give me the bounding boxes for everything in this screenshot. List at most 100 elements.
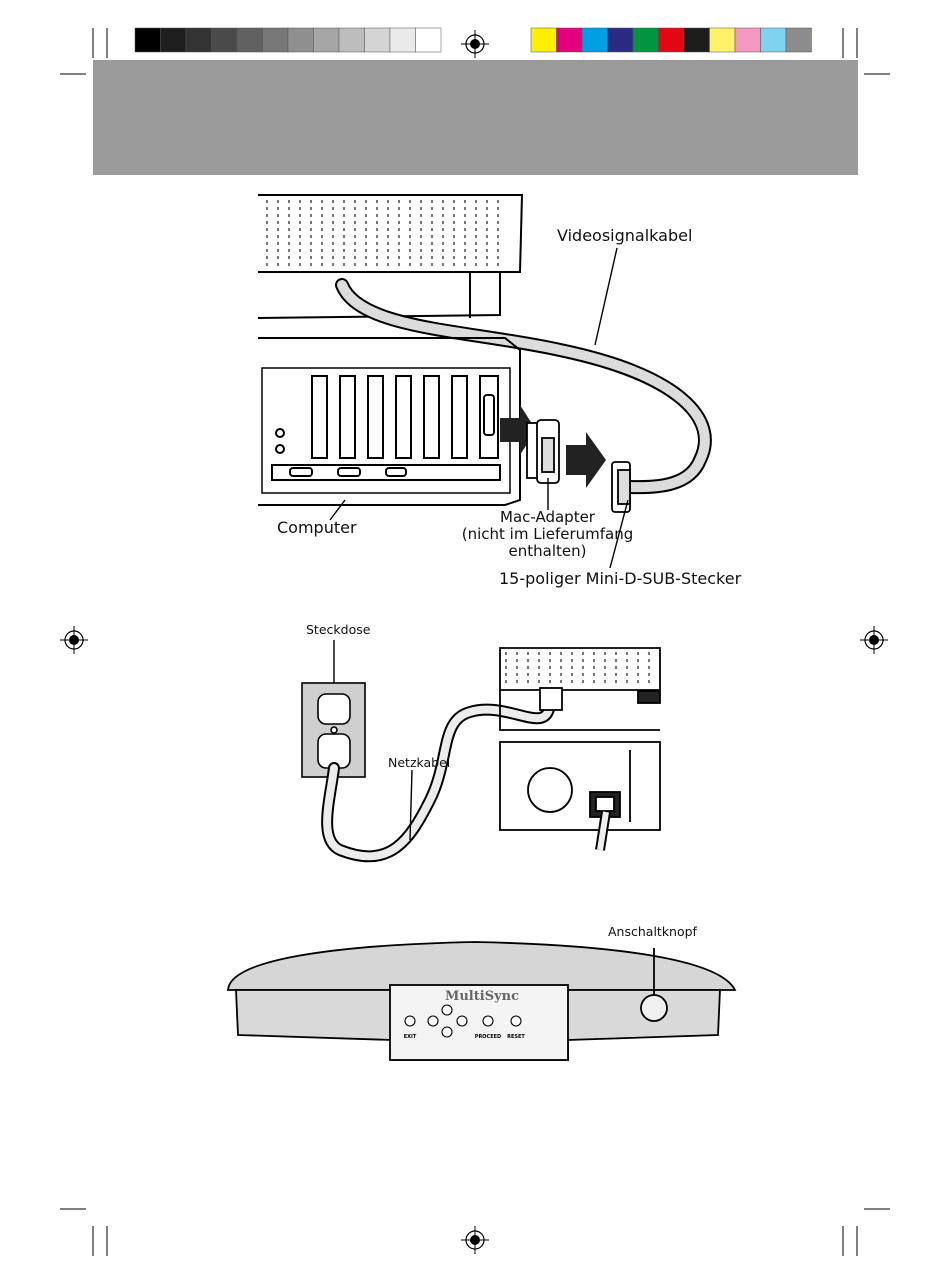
vent-dot	[648, 680, 650, 683]
brand-name: MultiSync	[445, 989, 519, 1004]
vent-dot	[332, 200, 334, 203]
vent-dot	[486, 256, 488, 259]
vent-dot	[420, 214, 422, 217]
vent-dot	[321, 242, 323, 245]
color-swatch	[582, 28, 608, 52]
vent-dot	[365, 242, 367, 245]
vent-dot	[398, 263, 400, 266]
print-marks-top	[0, 0, 950, 180]
vent-dot	[288, 214, 290, 217]
vent-dot	[464, 207, 466, 210]
vent-dot	[321, 200, 323, 203]
vent-dot	[538, 680, 540, 683]
vent-dot	[420, 249, 422, 252]
vent-dot	[299, 228, 301, 231]
color-swatch	[735, 28, 761, 52]
vent-dot	[560, 673, 562, 676]
vent-dot	[442, 221, 444, 224]
computer-label: Computer	[277, 518, 357, 537]
computer-case-illustration	[258, 338, 520, 505]
vent-dot	[398, 228, 400, 231]
vent-dot	[299, 242, 301, 245]
vent-dot	[343, 263, 345, 266]
vent-dot	[593, 659, 595, 662]
vent-dot	[431, 242, 433, 245]
vent-dot	[288, 221, 290, 224]
vent-dot	[343, 221, 345, 224]
vent-dot	[288, 207, 290, 210]
vent-dot	[464, 263, 466, 266]
vent-dot	[615, 666, 617, 669]
vent-dot	[420, 200, 422, 203]
vent-dot	[538, 666, 540, 669]
vent-dot	[420, 235, 422, 238]
vent-dot	[453, 221, 455, 224]
vent-dot	[365, 207, 367, 210]
reset-button-label: RESET	[507, 1034, 525, 1040]
vent-dot	[571, 666, 573, 669]
vent-dot	[310, 235, 312, 238]
gray-swatch	[263, 28, 289, 52]
vent-dot	[464, 235, 466, 238]
insert-arrows	[500, 405, 606, 488]
vent-dot	[497, 221, 499, 224]
vent-dot	[549, 666, 551, 669]
vent-dot	[332, 228, 334, 231]
video-cable-label: Videosignalkabel	[557, 226, 692, 245]
vent-dot	[505, 659, 507, 662]
vent-dot	[593, 680, 595, 683]
vent-dot	[527, 673, 529, 676]
vent-dot	[453, 256, 455, 259]
vent-dot	[277, 256, 279, 259]
leader-lines-figure2	[334, 640, 412, 840]
vent-dot	[277, 221, 279, 224]
vent-dot	[497, 228, 499, 231]
color-swatch	[557, 28, 583, 52]
vent-dot	[571, 652, 573, 655]
vent-dot	[475, 221, 477, 224]
vent-dot	[354, 256, 356, 259]
vent-dot	[343, 249, 345, 252]
vent-dot	[571, 673, 573, 676]
vent-dot	[398, 249, 400, 252]
vent-dot	[615, 673, 617, 676]
vent-dot	[354, 221, 356, 224]
vent-dot	[549, 652, 551, 655]
vent-dot	[420, 221, 422, 224]
vent-dot	[560, 652, 562, 655]
vent-dot	[299, 256, 301, 259]
vent-dot	[560, 680, 562, 683]
vent-dot	[288, 235, 290, 238]
vent-dot	[560, 666, 562, 669]
vent-dot	[505, 652, 507, 655]
vent-dot	[549, 659, 551, 662]
vent-dot	[431, 200, 433, 203]
vent-dot	[387, 221, 389, 224]
vent-dot	[475, 263, 477, 266]
vent-dot	[321, 221, 323, 224]
vent-dot	[615, 652, 617, 655]
vent-dot	[486, 200, 488, 203]
color-swatch	[531, 28, 557, 52]
vent-dot	[288, 249, 290, 252]
vent-dot	[398, 242, 400, 245]
vent-dot	[431, 214, 433, 217]
vent-dot	[409, 200, 411, 203]
vent-dot	[442, 214, 444, 217]
mini-dsub-connector-label: 15-poliger Mini-D-SUB-Stecker	[499, 569, 741, 588]
vent-dot	[464, 242, 466, 245]
vent-dot	[288, 228, 290, 231]
vent-dot	[266, 214, 268, 217]
vent-dot	[376, 200, 378, 203]
vent-dot	[497, 207, 499, 210]
vent-dot	[442, 228, 444, 231]
vent-dot	[266, 256, 268, 259]
vent-dot	[464, 214, 466, 217]
vent-dot	[571, 680, 573, 683]
outlet-illustration	[302, 683, 365, 777]
vent-dot	[277, 200, 279, 203]
vent-dot	[365, 235, 367, 238]
gray-swatch	[237, 28, 263, 52]
vent-dot	[527, 652, 529, 655]
vent-dot	[288, 242, 290, 245]
